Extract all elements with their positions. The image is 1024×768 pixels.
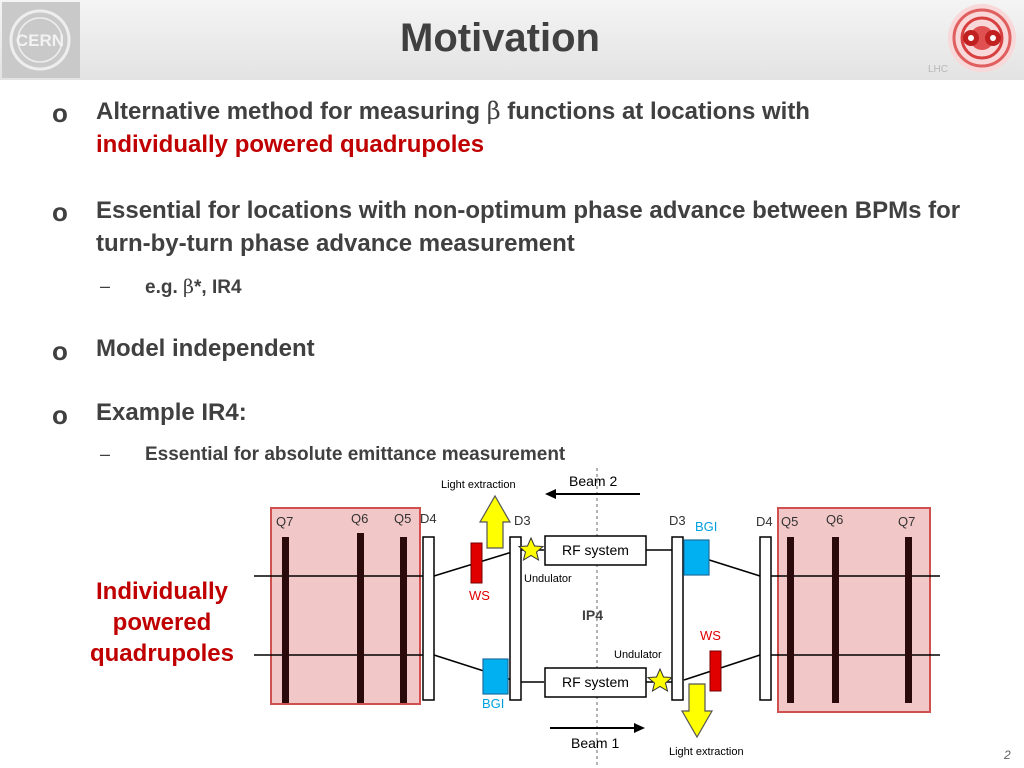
light-extraction-top-label: Light extraction bbox=[441, 479, 516, 491]
rf-system-top-label: RF system bbox=[562, 542, 629, 558]
sub-bullet-1-text: e.g. β*, IR4 bbox=[145, 276, 242, 299]
left-quadrupole-box bbox=[270, 507, 421, 705]
left-d3-label: D3 bbox=[514, 513, 531, 528]
bullet-1-text-after: functions at locations with bbox=[500, 98, 810, 125]
bullet-marker: o bbox=[52, 400, 68, 430]
beam2-label: Beam 2 bbox=[569, 473, 617, 489]
bullet-marker: o bbox=[52, 98, 68, 128]
bullet-2-text: Essential for locations with non-optimum… bbox=[96, 197, 961, 257]
left-q5-label: Q5 bbox=[394, 511, 411, 526]
sub-bullet-2-text: Essential for absolute emittance measure… bbox=[145, 444, 566, 465]
ws-bottom-device bbox=[709, 650, 722, 692]
bgi-top-device bbox=[683, 539, 710, 576]
bullet-1-text-before: Alternative method for measuring bbox=[96, 98, 487, 125]
left-q5-magnet bbox=[400, 537, 407, 703]
light-extraction-up-arrow-icon bbox=[478, 494, 512, 549]
bgi-bottom-device bbox=[482, 658, 509, 695]
right-q6-label: Q6 bbox=[826, 512, 843, 527]
bgi-top-label: BGI bbox=[695, 519, 717, 534]
lhc-logo-icon bbox=[948, 4, 1016, 72]
slide-title: Motivation bbox=[400, 16, 600, 60]
individually-powered-label: Individually powered quadrupoles bbox=[72, 576, 252, 669]
slide-header: CERN Motivation LHC bbox=[0, 0, 1024, 80]
cern-logo-icon: CERN bbox=[9, 9, 71, 71]
ws-bottom-label: WS bbox=[700, 628, 721, 643]
beam-line-right-bottom-converge bbox=[683, 654, 761, 681]
sub-bullet-1-before: e.g. bbox=[145, 277, 184, 298]
bullet-marker: o bbox=[52, 336, 68, 366]
sub-bullet-dash: – bbox=[100, 444, 111, 464]
right-quadrupole-box bbox=[777, 507, 931, 713]
light-extraction-bottom-label: Light extraction bbox=[669, 746, 744, 758]
bgi-bottom-label: BGI bbox=[482, 696, 504, 711]
sub-bullet-1-after: *, IR4 bbox=[194, 277, 242, 298]
right-q7-label: Q7 bbox=[898, 514, 915, 529]
right-d4-label: D4 bbox=[756, 514, 773, 529]
right-d4-dipole bbox=[759, 536, 772, 701]
left-d3-dipole bbox=[509, 536, 522, 701]
left-q6-label: Q6 bbox=[351, 511, 368, 526]
beam2-arrow-icon bbox=[545, 489, 556, 499]
right-q7-magnet bbox=[905, 537, 912, 703]
bullet-1-text: Alternative method for measuring β funct… bbox=[96, 95, 1016, 161]
undulator-bottom-star-icon bbox=[646, 667, 674, 693]
left-q7-magnet bbox=[282, 537, 289, 703]
sub-bullet-dash: – bbox=[100, 276, 111, 296]
right-d3-label: D3 bbox=[669, 513, 686, 528]
rf-system-top-box bbox=[544, 535, 647, 566]
rf-system-bottom-box bbox=[544, 667, 647, 698]
side-label-line-3: quadrupoles bbox=[89, 640, 234, 667]
side-label-line-1: Individually bbox=[95, 578, 229, 605]
bullet-1-highlight: individually powered quadrupoles bbox=[96, 131, 485, 158]
beam1-arrow-icon bbox=[634, 723, 645, 733]
left-q7-label: Q7 bbox=[276, 514, 293, 529]
ws-top-device bbox=[470, 542, 483, 584]
beta-symbol: β bbox=[486, 97, 501, 125]
right-q5-magnet bbox=[787, 537, 794, 703]
lhc-logo-text: LHC bbox=[928, 64, 949, 75]
bullet-marker: o bbox=[52, 197, 68, 227]
ip4-label: IP4 bbox=[582, 607, 603, 623]
undulator-bottom-label: Undulator bbox=[614, 649, 662, 661]
beta-symbol: β bbox=[183, 276, 194, 298]
bullet-3-text: Model independent bbox=[96, 335, 315, 362]
right-q6-magnet bbox=[832, 537, 839, 703]
right-d3-dipole bbox=[671, 536, 684, 701]
bullet-4-text: Example IR4: bbox=[96, 399, 247, 426]
cern-logo-text: CERN bbox=[16, 31, 64, 50]
side-label-line-2: powered bbox=[112, 609, 212, 636]
cern-logo: CERN bbox=[2, 2, 80, 78]
beam1-label: Beam 1 bbox=[571, 735, 619, 751]
ws-top-label: WS bbox=[469, 588, 490, 603]
light-extraction-down-arrow-icon bbox=[680, 683, 714, 739]
right-q5-label: Q5 bbox=[781, 514, 798, 529]
left-q6-magnet bbox=[357, 533, 364, 703]
left-d4-dipole bbox=[422, 536, 435, 701]
page-number: 2 bbox=[1004, 748, 1011, 762]
rf-system-bottom-label: RF system bbox=[562, 674, 629, 690]
undulator-top-label: Undulator bbox=[524, 573, 572, 585]
undulator-top-star-icon bbox=[517, 536, 545, 562]
left-d4-label: D4 bbox=[420, 511, 437, 526]
